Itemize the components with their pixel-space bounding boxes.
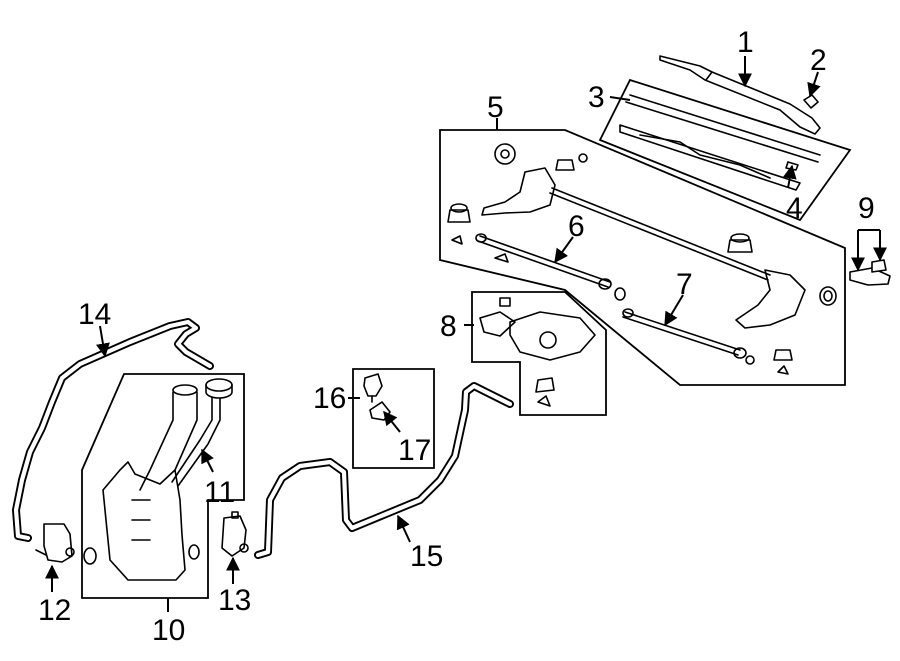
- callout-5: 5: [487, 91, 504, 124]
- callout-17: 17: [398, 434, 431, 467]
- linkage-group: [439, 129, 846, 386]
- motor-group: [471, 291, 607, 416]
- hose-15: [254, 382, 514, 559]
- reservoir-group: [81, 373, 245, 599]
- callout-3: 3: [588, 81, 605, 114]
- callout-16: 16: [313, 382, 346, 415]
- leader-lines: [45, 56, 887, 612]
- wiper-arm: [659, 55, 821, 135]
- callout-1: 1: [737, 26, 754, 59]
- pump-12: [35, 523, 75, 563]
- callout-13: 13: [218, 584, 251, 617]
- callout-15: 15: [410, 540, 443, 573]
- callout-9: 9: [858, 192, 875, 225]
- arm-cap: [803, 94, 819, 109]
- hose-14: [12, 318, 214, 542]
- callout-6: 6: [568, 210, 585, 243]
- callout-11: 11: [204, 476, 235, 509]
- callout-7: 7: [676, 268, 693, 301]
- callout-12: 12: [38, 594, 71, 627]
- callout-10: 10: [152, 614, 185, 647]
- pump-13: [221, 511, 249, 557]
- callout-8: 8: [440, 310, 457, 343]
- callout-2: 2: [810, 44, 827, 77]
- callout-14: 14: [78, 298, 111, 331]
- callout-4: 4: [786, 192, 803, 225]
- nozzle-bracket: [849, 259, 891, 286]
